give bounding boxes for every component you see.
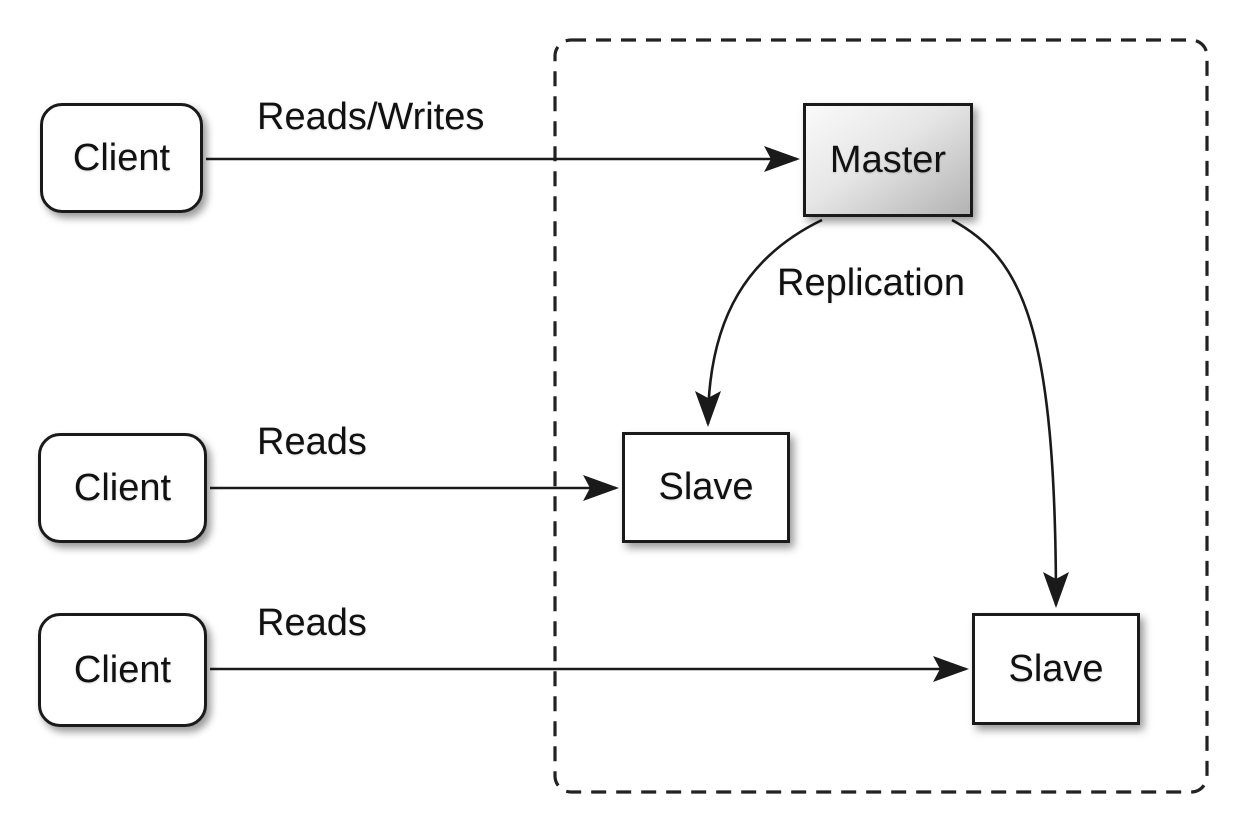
node-slave-right-label: Slave <box>1008 647 1104 690</box>
node-slave-left-label: Slave <box>658 466 754 508</box>
edge-replication-left-curve <box>695 218 823 427</box>
node-client-top-label: Client <box>72 136 171 179</box>
edge-replication-right-curve <box>951 218 1069 608</box>
node-slave-right: Slave <box>972 613 1140 725</box>
node-master: Master <box>803 103 973 217</box>
node-client-middle: Client <box>38 433 207 543</box>
node-client-top: Client <box>40 103 203 213</box>
edge-label-replication: Replication <box>777 262 965 304</box>
cluster-boundary <box>553 38 1209 794</box>
node-client-bottom: Client <box>38 613 207 727</box>
node-slave-left: Slave <box>622 432 790 543</box>
node-client-bottom-label: Client <box>73 648 172 691</box>
edge-label-reads-writes: Reads/Writes <box>257 96 485 138</box>
edge-label-reads-bottom: Reads <box>257 602 367 644</box>
edge-label-reads-middle: Reads <box>257 421 367 463</box>
node-client-middle-label: Client <box>73 466 172 509</box>
node-master-label: Master <box>829 138 947 181</box>
